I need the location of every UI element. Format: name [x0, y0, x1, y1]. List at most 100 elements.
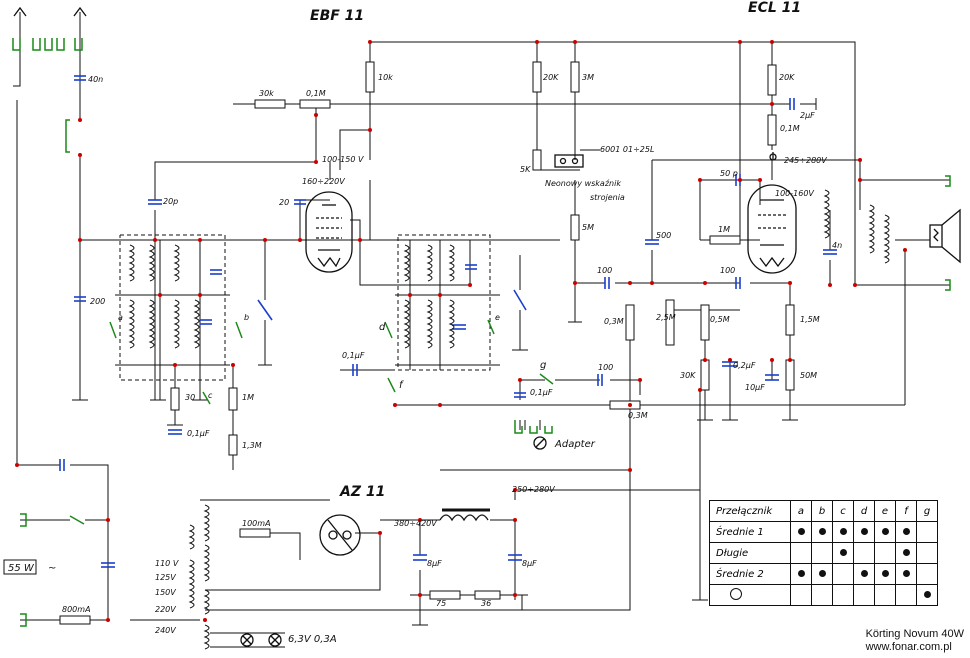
switch-cell-d: [853, 563, 875, 585]
label-r-13m: 1,3M: [242, 441, 262, 450]
junction-nodes: [15, 40, 907, 622]
junction-node-30: [173, 363, 177, 367]
label-c-500: 500: [656, 231, 671, 240]
switch-on-dot: [839, 548, 847, 556]
switch-cell-b: [811, 563, 833, 585]
label-r-30k: 30k: [259, 89, 274, 98]
label-r-75: 75: [436, 599, 446, 608]
switch-cell-f: [895, 563, 917, 585]
switch-cell-b: [811, 584, 833, 606]
label-v-250-280: 250÷280V: [512, 485, 555, 494]
coil-17: [203, 544, 210, 582]
switch-on-dot: [860, 569, 868, 577]
switch-cell-g: [916, 542, 938, 564]
label-c-200: 200: [90, 297, 105, 306]
switch-row: [709, 584, 938, 606]
junction-node-17: [650, 281, 654, 285]
label-sw-a: a: [118, 313, 123, 322]
label-tube1: EBF 11: [310, 8, 364, 24]
switch-cell-b: [811, 521, 833, 543]
ground-symbols: [72, 98, 817, 626]
switch-on-dot: [839, 527, 847, 535]
coil-6: [193, 299, 200, 349]
coil-16: [203, 504, 210, 542]
coil-20: [203, 589, 210, 615]
label-r-5m: 5M: [582, 223, 594, 232]
switch-on-dot: [902, 548, 910, 556]
label-r-01m: 0,1M: [306, 89, 326, 98]
label-c-8uf-a: 8µF: [427, 559, 442, 568]
switch-cell-f: [895, 584, 917, 606]
adapter-symbol-icon: [709, 584, 791, 606]
switch-on-dot: [797, 527, 805, 535]
coil-7: [403, 244, 410, 282]
junction-node-20: [703, 281, 707, 285]
switch-cell-e: [874, 584, 896, 606]
label-c-01uf-c: 0,1µF: [187, 429, 210, 438]
junction-node-24: [828, 283, 832, 287]
junction-node-42: [378, 531, 382, 535]
label-tube2: ECL 11: [748, 0, 801, 16]
junction-node-23: [853, 283, 857, 287]
switch-cell-f: [895, 542, 917, 564]
label-v-245-280: 245÷280V: [784, 156, 827, 165]
junction-node-18: [573, 281, 577, 285]
junction-node-47: [628, 468, 632, 472]
junction-node-32: [198, 293, 202, 297]
credit-url: www.fonar.com.pl: [865, 641, 952, 653]
switch-row-label: Średnie 1: [709, 521, 791, 543]
junction-node-57: [858, 158, 862, 162]
label-v-160-220: 160÷220V: [302, 177, 345, 186]
junction-node-29: [393, 403, 397, 407]
junction-node-4: [298, 238, 302, 242]
switch-column-a: a: [790, 500, 812, 522]
junction-node-55: [78, 153, 82, 157]
switch-on-dot: [860, 527, 868, 535]
label-c-100-b: 100: [720, 266, 735, 275]
coil-18: [188, 524, 195, 550]
switch-table-title: Przełącznik: [709, 500, 791, 522]
switch-on-dot: [818, 527, 826, 535]
label-r-30k-b: 30K: [680, 371, 696, 380]
junction-node-16: [758, 178, 762, 182]
switch-cell-b: [811, 542, 833, 564]
credit-title: Körting Novum 40W: [865, 628, 964, 640]
label-r-30: 30: [185, 393, 195, 402]
switch-cell-c: [832, 584, 854, 606]
coil-10: [426, 299, 433, 349]
label-pot-25m: 2,5M: [656, 313, 676, 322]
junction-node-15: [738, 178, 742, 182]
label-c-10uf: 10µF: [745, 383, 765, 392]
junction-node-39: [513, 518, 517, 522]
coil-14: [868, 204, 875, 254]
coil-1: [128, 299, 135, 349]
junction-node-12: [314, 160, 318, 164]
junction-node-25: [628, 403, 632, 407]
junction-node-13: [770, 102, 774, 106]
switch-row: Średnie 1: [709, 521, 938, 543]
label-r-5k-pot: 5K: [520, 165, 531, 174]
junction-node-7: [535, 40, 539, 44]
label-c-20p-left: 20p: [163, 197, 178, 206]
label-r-01m-b: 0,1M: [780, 124, 800, 133]
pilot-lamp-1: [240, 633, 254, 647]
switch-row-label: Średnie 2: [709, 563, 791, 585]
label-lamp: 6,3V 0,3A: [288, 634, 337, 645]
junction-node-37: [358, 238, 362, 242]
label-c-100-a: 100: [597, 266, 612, 275]
label-c-01uf: 0,1µF: [342, 351, 365, 360]
junction-node-0: [78, 238, 82, 242]
switch-cell-g: [916, 584, 938, 606]
switch-cell-d: [853, 584, 875, 606]
antenna-arrow-left: [13, 6, 27, 17]
label-r-3m: 3M: [582, 73, 594, 82]
switch-cell-c: [832, 563, 854, 585]
junction-node-11: [314, 113, 318, 117]
capacitors: [59, 75, 837, 568]
label-r-36: 36: [481, 599, 491, 608]
junction-node-56: [903, 248, 907, 252]
label-sw-c: c: [208, 391, 213, 400]
switch-cell-a: [790, 542, 812, 564]
